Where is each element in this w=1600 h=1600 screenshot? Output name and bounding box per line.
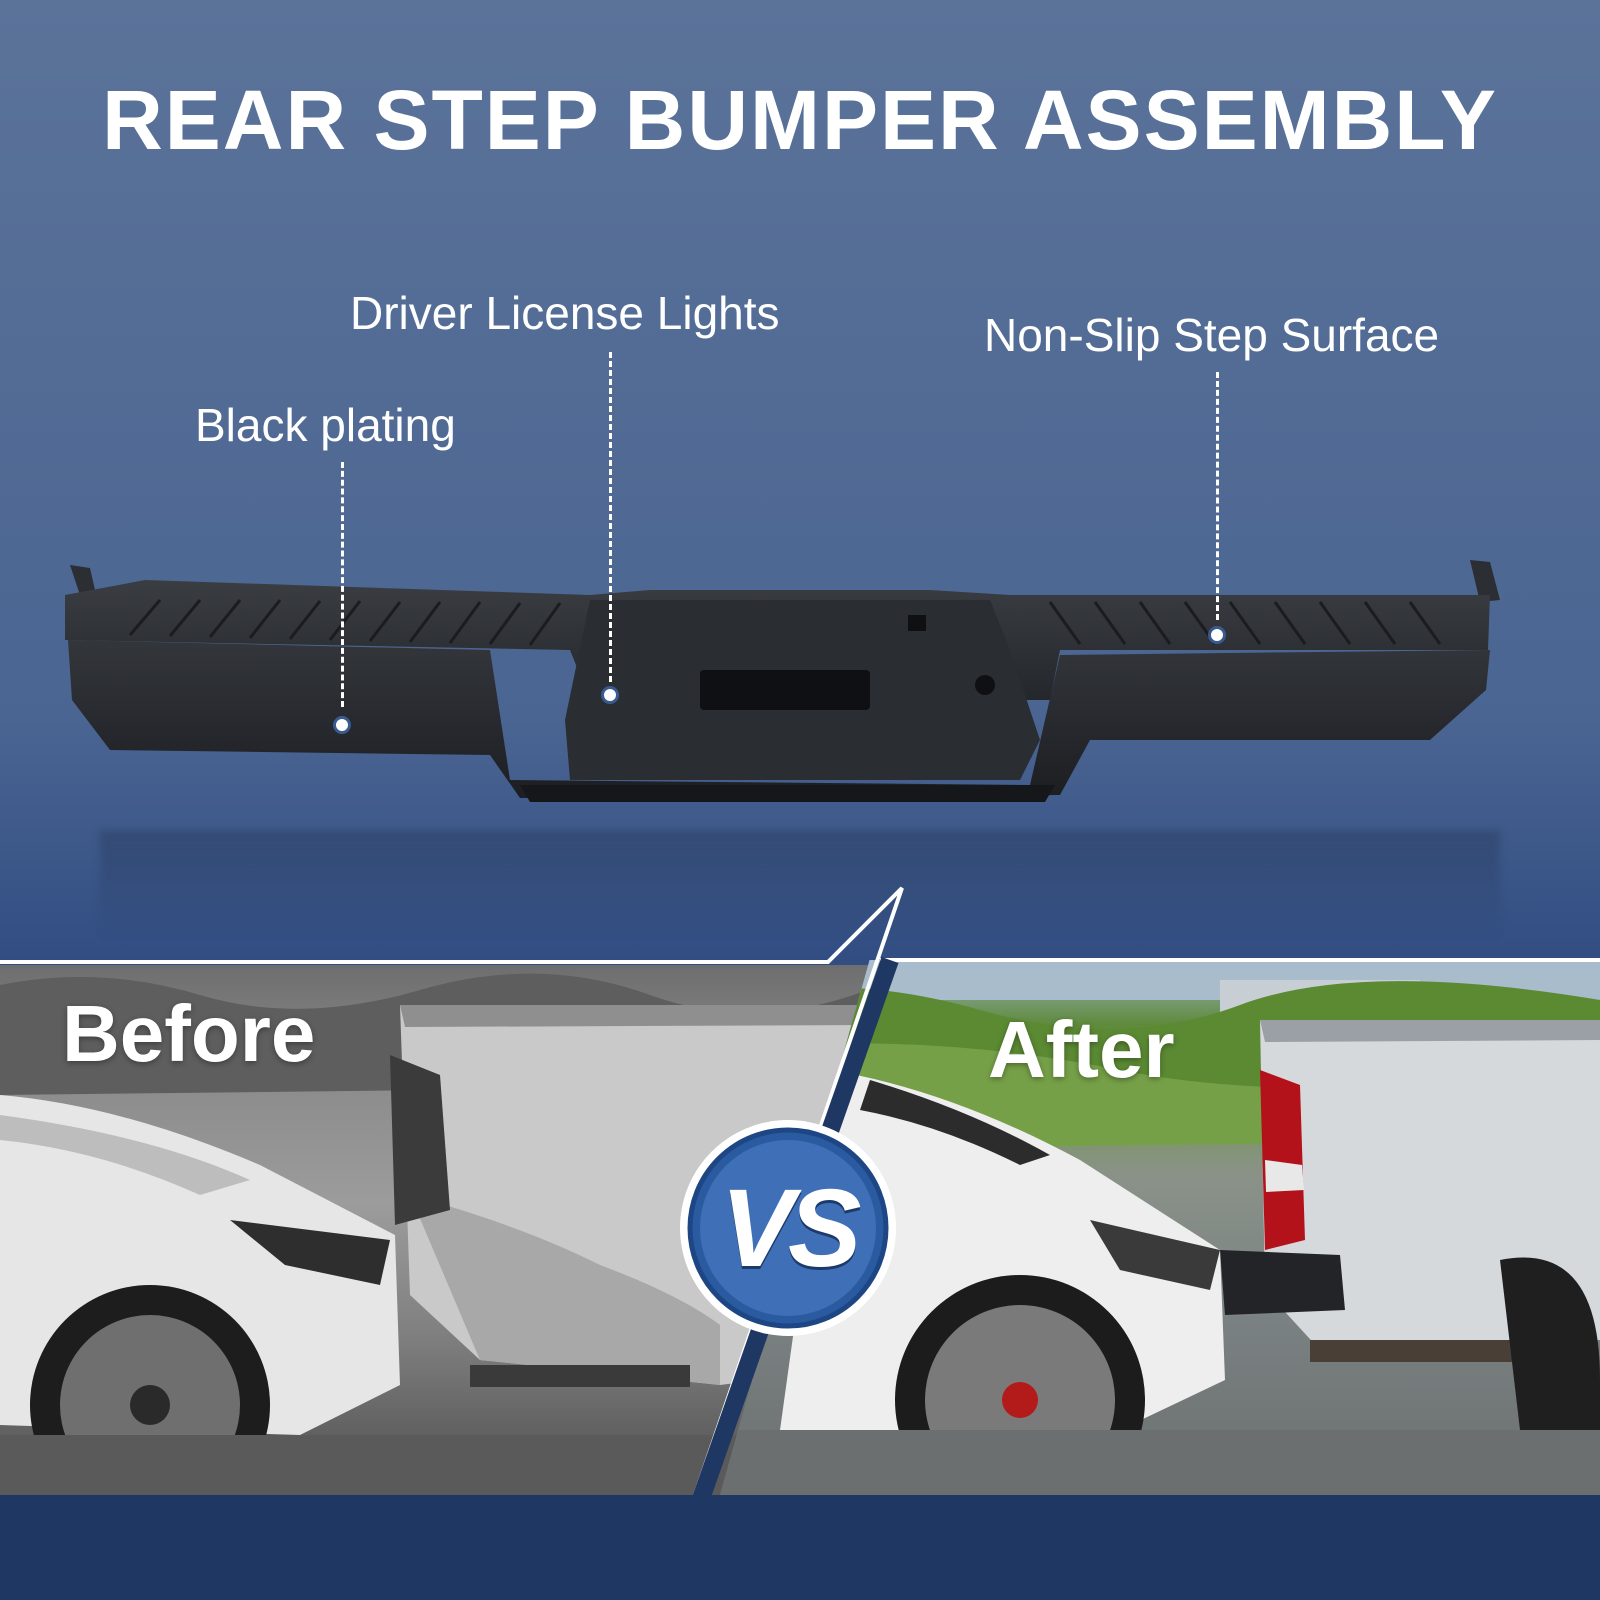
callout-dot-icon — [333, 716, 351, 734]
rear-bumper-image — [50, 540, 1550, 840]
vs-badge-ring — [680, 1120, 896, 1336]
leader-line-license-lights — [609, 352, 612, 682]
before-label: Before — [62, 989, 316, 1078]
callout-black-plating: Black plating — [195, 399, 456, 451]
rear-bumper-illustration — [65, 560, 1500, 802]
bumper-reflection — [100, 830, 1500, 940]
bottom-band — [0, 1495, 1600, 1600]
vs-badge-icon: VS — [678, 1118, 898, 1338]
callout-driver-license-lights: Driver License Lights — [350, 287, 780, 339]
callout-dot-icon — [601, 686, 619, 704]
page-title: REAR STEP BUMPER ASSEMBLY — [102, 73, 1498, 167]
leader-line-step-surface — [1216, 372, 1219, 620]
callout-dot-icon — [1208, 626, 1226, 644]
after-label: After — [988, 1005, 1175, 1094]
callout-non-slip-step-surface: Non-Slip Step Surface — [984, 309, 1440, 361]
vs-label: VS — [720, 1166, 862, 1290]
leader-line-black-plating — [341, 462, 344, 707]
